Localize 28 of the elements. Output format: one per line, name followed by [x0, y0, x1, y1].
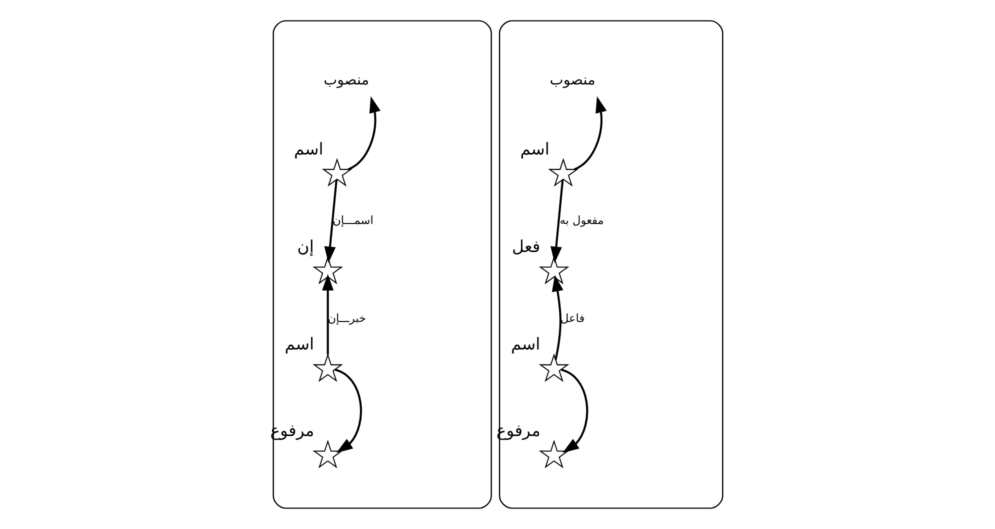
arrow [550, 180, 564, 264]
arrow [322, 274, 334, 355]
cluster [498, 20, 723, 509]
arrow [560, 368, 588, 453]
node-star [538, 256, 569, 284]
node-label: اسم [520, 139, 550, 158]
node-star [312, 256, 343, 284]
edge-label: اسمـــإن [332, 214, 373, 228]
node-label: إن [296, 236, 314, 256]
node-text: منصوب [323, 72, 369, 88]
node-star [538, 353, 569, 382]
node-text: منصوب [549, 72, 595, 88]
node-label: فعل [512, 236, 540, 256]
arrow [573, 96, 606, 170]
node-star [548, 158, 578, 187]
arrow [324, 180, 337, 264]
arrow [551, 274, 563, 360]
node-label: اسم [294, 139, 323, 158]
node-star [312, 353, 343, 382]
arrow [334, 368, 362, 453]
node-label: اسم [284, 334, 314, 354]
node-star [312, 440, 343, 468]
node-star [538, 440, 569, 468]
node-star [321, 158, 352, 187]
arrow [347, 96, 380, 170]
edge-label: مفعول به [559, 214, 604, 228]
cluster [272, 20, 492, 509]
node-label: اسم [510, 334, 540, 354]
